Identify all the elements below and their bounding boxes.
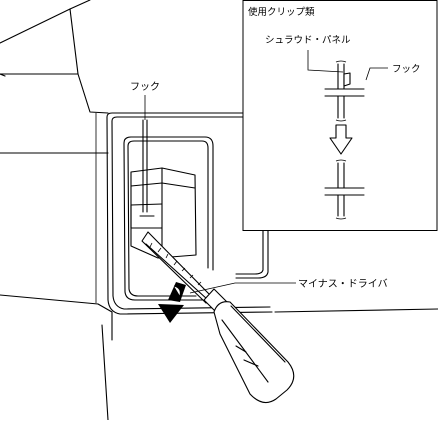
clip-inset-panel: 使用クリップ類 シュラウド・パネル フック	[242, 0, 438, 231]
down-arrow-icon	[329, 124, 353, 155]
inset-title: 使用クリップ類	[248, 6, 315, 18]
shroud-panel-label: シュラウド・パネル	[265, 35, 351, 46]
inset-hook-label: フック	[392, 64, 421, 75]
screwdriver-leader-line	[189, 282, 296, 294]
screwdriver-icon	[141, 231, 295, 404]
clip-after-icon	[324, 159, 365, 220]
clip-before-icon	[324, 60, 365, 122]
hook-label: フック	[130, 81, 160, 93]
screwdriver-label: マイナス・ドライバ	[298, 278, 388, 290]
rotate-arrow-icon	[158, 282, 186, 323]
panel-opening	[106, 112, 279, 315]
